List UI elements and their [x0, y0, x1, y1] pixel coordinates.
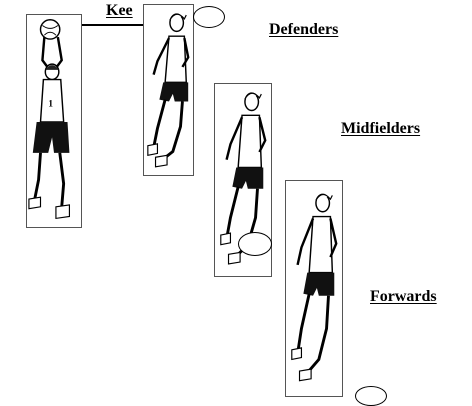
defender-position-marker: [193, 6, 225, 28]
defender-panel: [143, 4, 194, 176]
midfielder-position-marker: [238, 232, 272, 256]
defender-player-figure: [144, 5, 193, 175]
keeper-label: Kee: [106, 2, 133, 20]
keeper-connector-line: [80, 24, 146, 26]
forward-position-marker: [355, 386, 387, 406]
forward-panel: [285, 180, 343, 397]
keeper-panel: 1: [26, 14, 82, 228]
keeper-player-figure: 1: [27, 15, 81, 227]
svg-text:1: 1: [48, 99, 53, 110]
defenders-label: Defenders: [269, 21, 338, 39]
midfielders-label: Midfielders: [341, 120, 420, 138]
forwards-label: Forwards: [370, 288, 437, 306]
forward-player-figure: [286, 181, 342, 396]
